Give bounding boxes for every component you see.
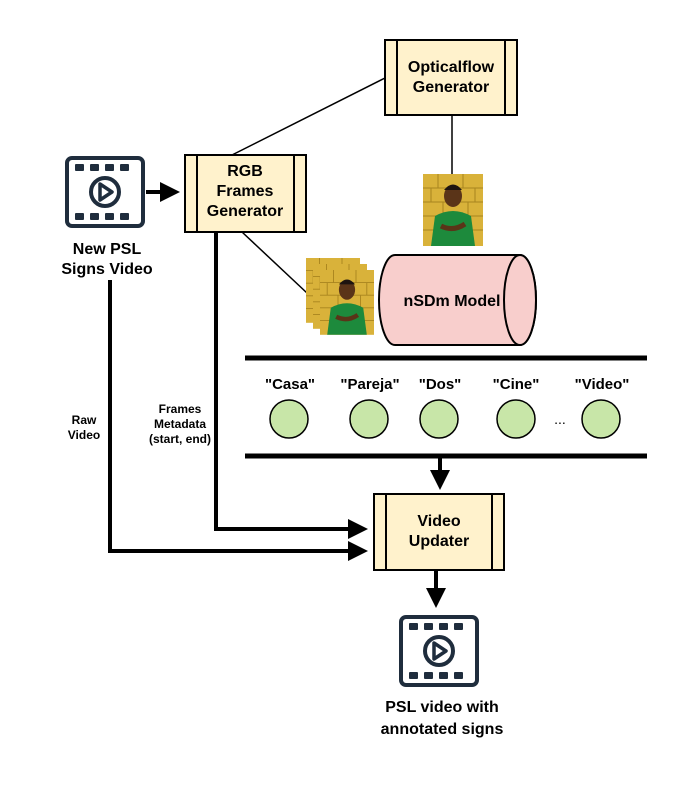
raw-video-label-line2: Video <box>68 428 100 442</box>
updater-label-line1: Video <box>417 513 461 530</box>
input-video-label-line1: New PSL <box>73 241 142 258</box>
class-node <box>419 399 459 439</box>
frame-image <box>423 174 483 246</box>
opticalflow-label-line2: Generator <box>413 79 489 96</box>
class-label: "Casa" <box>265 376 315 393</box>
edge-rgb-to-optical <box>231 77 386 156</box>
edge-rgb-to-framestack <box>241 231 308 294</box>
frame-stack-image <box>306 258 374 335</box>
class-ellipsis: ... <box>554 411 566 427</box>
frames-metadata-label-line1: Frames <box>159 402 202 416</box>
class-node <box>496 399 536 439</box>
model-label: nSDm Model <box>404 293 501 310</box>
rgb-label-line2: Frames <box>217 183 274 200</box>
class-label: "Cine" <box>493 376 540 393</box>
class-label: "Dos" <box>419 376 462 393</box>
rgb-label-line1: RGB <box>227 163 263 180</box>
video-file-icon <box>399 615 479 687</box>
updater-label-line2: Updater <box>409 533 469 550</box>
rgb-label-line3: Generator <box>207 203 283 220</box>
class-label: "Pareja" <box>340 376 399 393</box>
input-video-label-line2: Signs Video <box>61 261 153 278</box>
video-file-icon <box>65 156 145 228</box>
opticalflow-generator-node: Opticalflow Generator <box>384 39 518 116</box>
video-updater-node: Video Updater <box>373 493 505 571</box>
frames-metadata-label-line3: (start, end) <box>149 432 211 446</box>
edge-raw-video <box>108 280 368 561</box>
class-nodes <box>269 399 621 439</box>
class-node <box>349 399 389 439</box>
class-node <box>581 399 621 439</box>
edge-frames-metadata <box>214 232 368 539</box>
class-node <box>269 399 309 439</box>
nsdm-model-node: nSDm Model <box>378 254 537 346</box>
output-video-label-line2: annotated signs <box>381 721 504 738</box>
output-video-label-line1: PSL video with <box>385 699 499 716</box>
class-label: "Video" <box>575 376 630 393</box>
class-labels: "Casa" "Pareja" "Dos" "Cine" "Video" <box>265 376 629 393</box>
rgb-frames-generator-node: RGB Frames Generator <box>184 154 307 233</box>
frames-metadata-label-line2: Metadata <box>154 417 206 431</box>
raw-video-label-line1: Raw <box>72 413 97 427</box>
opticalflow-label-line1: Opticalflow <box>408 59 495 76</box>
